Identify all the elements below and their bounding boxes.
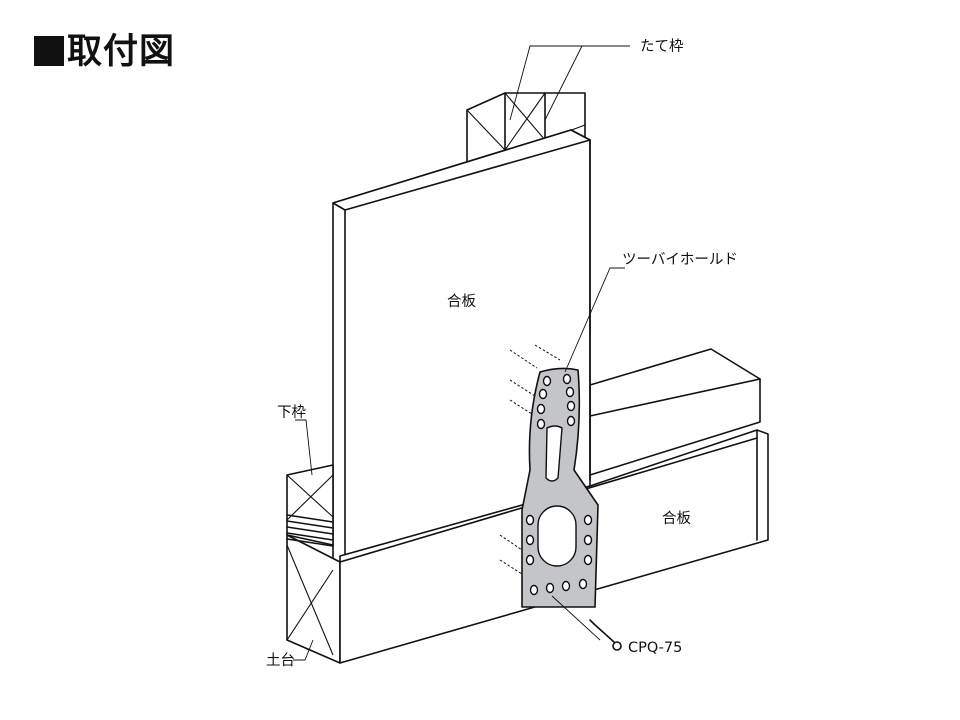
- label-dodai: 土台: [266, 652, 295, 669]
- label-goban-lower: 合板: [662, 509, 691, 527]
- lower-slot-hole: [537, 505, 577, 567]
- leader-lines: [293, 45, 630, 661]
- label-shita-waku: 下枠: [277, 404, 306, 421]
- two-by-hold-plate: [521, 367, 599, 608]
- title-square-icon: [34, 36, 64, 66]
- label-two-by-hold: ツーバイホールド: [622, 252, 738, 268]
- screw-cpq75: [589, 619, 622, 651]
- label-goban-upper: 合板: [447, 292, 476, 310]
- lower-sill: [286, 514, 341, 664]
- plate-holes: [525, 373, 593, 596]
- label-nail: CPQ-75: [628, 640, 682, 656]
- sill-layer-lines: [286, 514, 334, 547]
- page-title: 取付図: [34, 30, 175, 74]
- upper-slot-hole: [545, 425, 563, 482]
- title-text: 取付図: [67, 32, 176, 72]
- upper-plywood: [332, 129, 591, 563]
- label-tate-waku: たて枠: [640, 38, 684, 55]
